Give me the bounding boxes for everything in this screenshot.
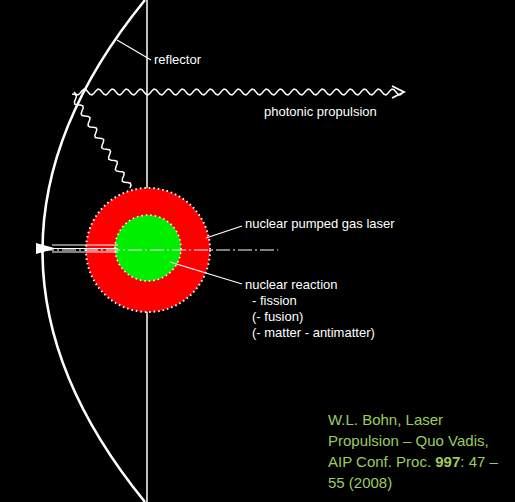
part-label: nuclear reaction — [243, 277, 340, 292]
photonic-beam-wave — [74, 89, 402, 95]
citation-note: W.L. Bohn, Laser Propulsion – Quo Vadis,… — [328, 409, 510, 493]
core-boundary-dots — [115, 215, 181, 281]
injection-arrowhead — [36, 243, 56, 254]
axis-line — [40, 249, 278, 250]
propulsion-arrowhead — [392, 86, 404, 98]
part-label: nuclear pumped gas laser — [243, 216, 397, 231]
fuel-injection-lines — [52, 245, 118, 252]
reaction-type: (- matter - antimatter) — [250, 325, 377, 340]
reflector-leader — [117, 40, 151, 60]
laser-region — [86, 188, 210, 312]
laser-boundary-dots — [86, 188, 210, 312]
reaction-type: (- fusion) — [250, 309, 305, 324]
laser-beam-wave — [72, 94, 131, 188]
reaction-type: - fission — [250, 293, 299, 308]
reaction-core — [115, 215, 181, 281]
laser-leader — [206, 226, 242, 238]
part-label: reflector — [152, 52, 203, 67]
beam-label: photonic propulsion — [262, 104, 379, 119]
volume-number: 997 — [435, 453, 460, 470]
reaction-leader — [170, 262, 242, 284]
